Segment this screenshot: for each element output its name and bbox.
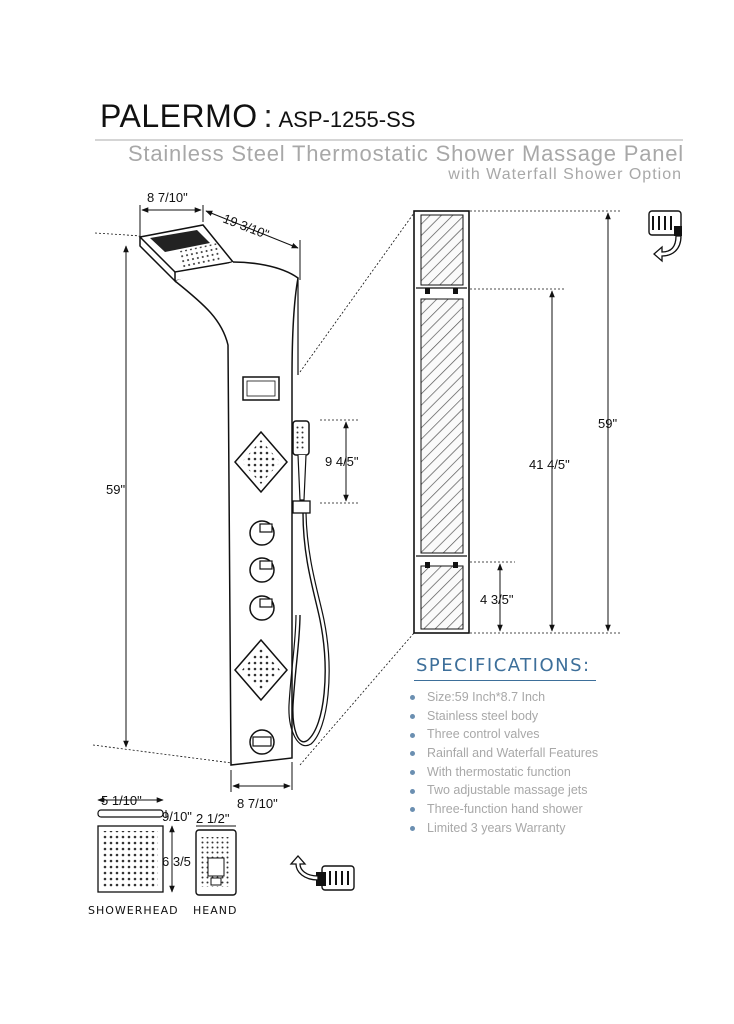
list-item: Size:59 Inch*8.7 Inch [410, 688, 598, 707]
dim-showerhead-depth: 6 3/5 [162, 854, 191, 869]
showerhead-detail [97, 797, 175, 893]
bullet-icon [410, 769, 415, 775]
control-valve [249, 520, 275, 546]
handshower-label: HEAND [193, 904, 238, 917]
dim-top-width: 8 7/10" [147, 190, 188, 205]
dim-side-height: 59" [598, 416, 617, 431]
showerhead-label: SHOWERHEAD [88, 904, 179, 917]
panel-side-view [413, 210, 470, 634]
list-item: Three-function hand shower [410, 800, 598, 819]
bullet-icon [410, 713, 415, 719]
list-item: Limited 3 years Warranty [410, 819, 598, 838]
list-item: Rainfall and Waterfall Features [410, 744, 598, 763]
dim-showerhead-thickness: 9/10" [162, 809, 192, 824]
list-item: Stainless steel body [410, 707, 598, 726]
rotate-arrow-icon [289, 855, 355, 891]
list-item: Three control valves [410, 725, 598, 744]
product-subtitle: Stainless Steel Thermostatic Shower Mass… [127, 141, 684, 166]
bullet-icon [410, 695, 415, 701]
bullet-icon [410, 788, 415, 794]
dim-top-depth: 19 3/10" [221, 211, 272, 242]
bullet-icon [410, 751, 415, 757]
bullet-icon [410, 826, 415, 832]
front-dimensions [92, 205, 415, 792]
bullet-icon [410, 732, 415, 738]
title-rule [95, 139, 683, 141]
brand-name: PALERMO [100, 98, 258, 134]
control-valve [249, 557, 275, 583]
side-dimensions [470, 210, 622, 634]
rotate-arrow-icon [648, 210, 682, 263]
dim-side-middle: 41 4/5" [529, 457, 570, 472]
handshower-detail [195, 825, 237, 896]
specifications-heading: SPECIFICATIONS: [416, 655, 591, 676]
dim-showerhead-width: 5 1/10" [101, 793, 142, 808]
control-valve [249, 595, 275, 621]
specifications-rule [414, 680, 596, 681]
dim-handshower-height: 9 4/5" [325, 454, 359, 469]
specifications-list: Size:59 Inch*8.7 Inch Stainless steel bo… [410, 688, 598, 838]
hand-shower [288, 420, 330, 747]
product-subtitle-option: with Waterfall Shower Option [448, 166, 682, 183]
dim-handshower-width: 2 1/2" [196, 811, 230, 826]
dim-panel-height: 59" [106, 482, 125, 497]
title-separator: : [263, 98, 273, 134]
model-number: ASP-1255-SS [278, 107, 416, 132]
list-item: Two adjustable massage jets [410, 781, 598, 800]
bullet-icon [410, 807, 415, 813]
title: PALERMO:ASP-1255-SS [100, 98, 415, 135]
dim-side-bottom: 4 3/5" [480, 592, 514, 607]
panel-front-view [138, 224, 330, 766]
list-item: With thermostatic function [410, 763, 598, 782]
dim-bottom-width: 8 7/10" [237, 796, 278, 811]
